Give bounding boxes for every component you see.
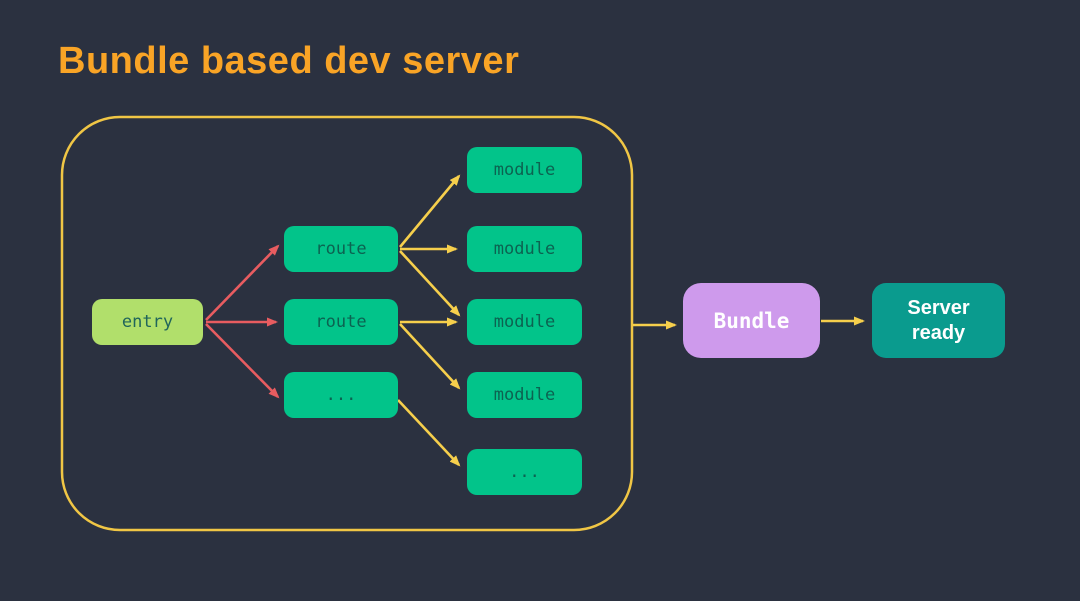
node-module-1: module: [467, 147, 582, 193]
node-server-ready-label: Server ready: [907, 296, 970, 344]
node-route-1-label: route: [315, 239, 367, 259]
node-module-3-label: module: [493, 312, 556, 332]
node-server-ready: Server ready: [872, 283, 1005, 358]
node-module-2-label: module: [493, 239, 556, 259]
node-route-2: route: [284, 299, 398, 345]
node-module-2: module: [467, 226, 582, 272]
arrow-entry-to-route-3: [205, 323, 280, 399]
node-route-ellipsis: ...: [284, 372, 398, 418]
node-route-2-label: route: [315, 312, 367, 332]
node-route-1: route: [284, 226, 398, 272]
node-entry: entry: [92, 299, 203, 345]
node-module-ellipsis: ...: [467, 449, 582, 495]
node-module-3: module: [467, 299, 582, 345]
node-module-4: module: [467, 372, 582, 418]
node-module-4-label: module: [493, 385, 556, 405]
node-module-1-label: module: [493, 160, 556, 180]
bundler-scope-outline: [60, 115, 634, 532]
node-module-ellipsis-label: ...: [509, 462, 540, 482]
arrow-route2-to-module-4: [399, 323, 461, 390]
node-route-ellipsis-label: ...: [325, 385, 357, 405]
arrow-route1-to-module-1: [399, 174, 461, 248]
arrow-route1-to-module-3: [399, 250, 461, 317]
arrow-route3-to-module-5: [397, 399, 461, 467]
arrow-entry-to-route-1: [205, 244, 280, 321]
node-entry-label: entry: [121, 312, 174, 332]
node-bundle: Bundle: [683, 283, 820, 358]
node-bundle-label: Bundle: [713, 308, 790, 333]
slide-title: Bundle based dev server: [58, 40, 520, 82]
